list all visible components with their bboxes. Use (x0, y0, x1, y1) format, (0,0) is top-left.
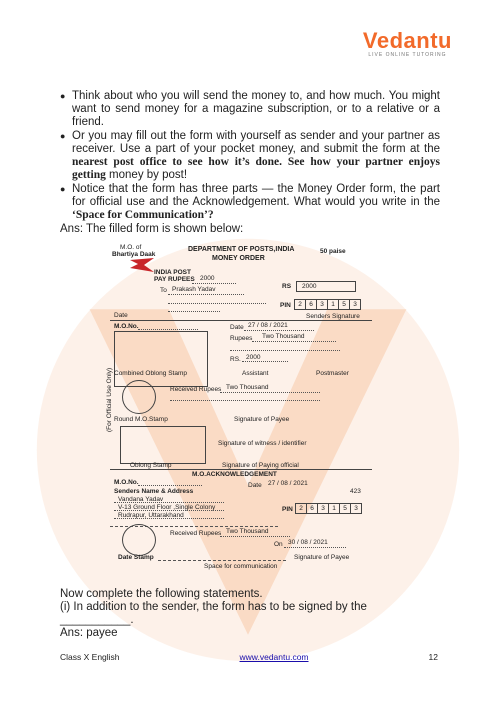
department-title: DEPARTMENT OF POSTS,INDIA (188, 246, 295, 253)
senders-name-address: Senders Name & Address (114, 488, 194, 495)
assistant: Assistant (242, 370, 269, 377)
round-stamp: Round M.O.Stamp (114, 416, 168, 423)
received-rupees-value: Two Thousand (226, 384, 269, 391)
paying-official: Signature of Paying official (222, 462, 299, 469)
pin-label: PIN (280, 302, 291, 309)
senders-signature: Senders Signature (306, 313, 360, 320)
mo-no: M.O.No. (114, 323, 139, 330)
logo-tagline: LIVE ONLINE TUTORING (368, 52, 447, 58)
date-stamp: Date Stamp (118, 554, 154, 561)
post-logo-icon (130, 258, 154, 272)
money-order-form: M.O. of Bhartiya Daak DEPARTMENT OF POST… (106, 244, 372, 572)
sender-name: Vandana Yadav (118, 496, 164, 503)
statement-1: (i) In addition to the sender, the form … (60, 601, 367, 626)
pay-rupees-label: PAY RUPEES (154, 276, 195, 283)
date-label: Date (114, 312, 128, 319)
rs-value: 2000 (302, 283, 317, 290)
date2-label: Date (230, 324, 244, 331)
to-value: Prakash Yadav (172, 286, 216, 293)
bullet-1: Think about who you will send the money … (60, 90, 440, 129)
ack-pin-label: PIN (282, 506, 293, 513)
page-footer: Class X English www.vedantu.com 12 (60, 652, 438, 662)
vedantu-logo: Vedantu LIVE ONLINE TUTORING (363, 28, 452, 58)
bullet-2: Or you may fill out the form with yourse… (60, 130, 440, 182)
answer-intro: Ans: The filled form is shown below: (60, 223, 244, 235)
ack-mo-no: M.O.No. (114, 479, 139, 486)
oblong-stamp: Oblong Stamp (130, 462, 172, 469)
sender-line1: V-13 Ground Floor ,Single Colony (118, 504, 216, 511)
india-post: INDIA POST (154, 269, 191, 276)
question-text: Think about who you will send the money … (60, 90, 440, 236)
footer-class: Class X English (60, 652, 120, 662)
ack-received-value: Two Thousand (226, 528, 269, 535)
official-use-label: (For Official Use Only) (106, 367, 113, 432)
rupees-value: Two Thousand (262, 333, 305, 340)
rupees-label: Rupees (230, 335, 253, 342)
ack-title: M.O.ACKNOWLEDGEMENT (192, 471, 277, 478)
to-label: To (160, 287, 167, 294)
pay-rupees-value: 2000 (200, 275, 215, 282)
rs2-label: RS. (230, 356, 241, 363)
footer-link[interactable]: www.vedantu.com (239, 652, 309, 662)
statement-intro: Now complete the following statements. (60, 588, 263, 600)
on-value: 30 / 08 / 2021 (288, 539, 328, 546)
logo-wordmark: Vedantu (362, 28, 452, 53)
statement-1-answer: Ans: payee (60, 627, 118, 639)
bharatiya-dak: Bhartiya Daak (112, 251, 156, 258)
ack-date-label: Date (248, 482, 262, 489)
bullet-3: Notice that the form has three parts — t… (60, 183, 440, 222)
postmaster: Postmaster (316, 370, 349, 377)
statements: Now complete the following statements. (… (60, 588, 440, 640)
money-order-title: MONEY ORDER (212, 255, 265, 262)
ack-date-value: 27 / 08 / 2021 (268, 480, 308, 487)
sender-line2: Rudrapur, Uttarakhand (118, 512, 184, 519)
space-communication: Space for communication (204, 563, 278, 570)
page-number: 12 (428, 652, 438, 662)
rs2-value: 2000 (246, 354, 261, 361)
ack-signature-payee: Signature of Payee (294, 554, 350, 561)
on-label: On (274, 541, 283, 548)
ack-received-label: Received Rupees (170, 530, 222, 537)
combined-stamp: Combined Oblong Stamp (114, 370, 187, 377)
ack-number: 423 (350, 488, 361, 495)
mo-of: M.O. of (120, 244, 142, 251)
date2-value: 27 / 08 / 2021 (248, 322, 288, 329)
rs-label: RS (282, 283, 292, 290)
signature-payee: Signature of Payee (234, 416, 290, 423)
received-rupees-label: Received Rupees (170, 386, 222, 393)
price: 50 paise (320, 248, 346, 255)
witness: Signature of witness / identifier (218, 440, 307, 447)
